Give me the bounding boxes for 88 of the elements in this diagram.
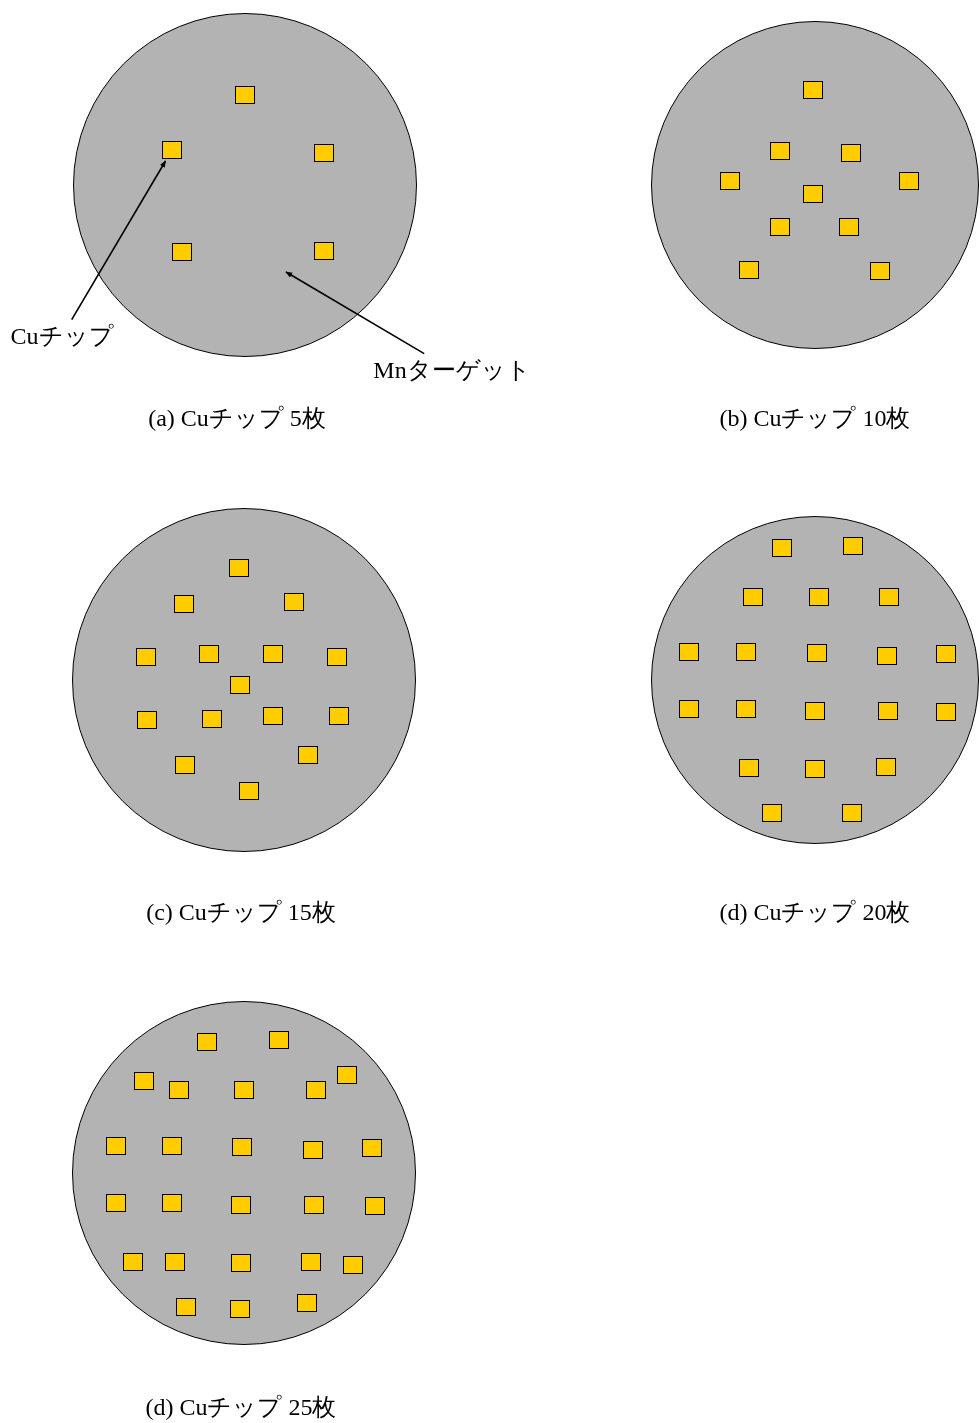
chip-square [169, 1081, 189, 1099]
chip-square [739, 759, 759, 777]
chip-square [175, 756, 195, 774]
chip-square [234, 1081, 254, 1099]
chip-square [202, 710, 222, 728]
chip-square [803, 81, 823, 99]
chip-square [137, 711, 157, 729]
chip-square [770, 142, 790, 160]
chip-square [809, 588, 829, 606]
chip-square [199, 645, 219, 663]
chip-square [269, 1031, 289, 1049]
chip-square [679, 700, 699, 718]
chip-square [263, 707, 283, 725]
chip-square [230, 1300, 250, 1318]
caption: (a) Cuチップ 5枚 [148, 403, 326, 433]
chip-square [263, 645, 283, 663]
chip-square [314, 144, 334, 162]
chip-square [197, 1033, 217, 1051]
chip-square [235, 86, 255, 104]
target-disc [72, 1001, 416, 1345]
chip-square [899, 172, 919, 190]
leader-arrow [285, 271, 425, 355]
chip-square [879, 588, 899, 606]
chip-square [174, 595, 194, 613]
chip-square [839, 218, 859, 236]
chip-square [877, 647, 897, 665]
chip-square [870, 262, 890, 280]
chip-square [229, 559, 249, 577]
caption: (d) Cuチップ 25枚 [145, 1392, 337, 1422]
chip-square [805, 702, 825, 720]
chip-square [134, 1072, 154, 1090]
chip-square [720, 172, 740, 190]
chip-square [106, 1194, 126, 1212]
chip-square [739, 261, 759, 279]
target-disc [72, 508, 416, 852]
chip-square [172, 243, 192, 261]
chip-square [306, 1081, 326, 1099]
caption: (c) Cuチップ 15枚 [146, 897, 336, 927]
chip-square [841, 144, 861, 162]
chip-square [362, 1139, 382, 1157]
chip-square [842, 804, 862, 822]
target-disc [651, 516, 979, 844]
chip-square [123, 1253, 143, 1271]
caption: (d) Cuチップ 20枚 [719, 897, 911, 927]
chip-square [304, 1196, 324, 1214]
chip-square [298, 746, 318, 764]
chip-square [343, 1256, 363, 1274]
chip-square [736, 643, 756, 661]
chip-square [365, 1197, 385, 1215]
chip-square [231, 1196, 251, 1214]
chip-square [162, 141, 182, 159]
chip-square [736, 700, 756, 718]
chip-square [772, 539, 792, 557]
chip-square [936, 645, 956, 663]
chip-square [314, 242, 334, 260]
chip-square [803, 185, 823, 203]
chip-square [679, 643, 699, 661]
chip-square [106, 1137, 126, 1155]
callout-label: Cuチップ [10, 321, 114, 351]
target-disc [651, 21, 979, 349]
chip-square [230, 676, 250, 694]
chip-square [162, 1194, 182, 1212]
chip-square [743, 588, 763, 606]
chip-square [878, 702, 898, 720]
chip-square [301, 1253, 321, 1271]
chip-square [239, 782, 259, 800]
chip-square [337, 1066, 357, 1084]
chip-square [843, 537, 863, 555]
chip-square [165, 1253, 185, 1271]
chip-square [284, 593, 304, 611]
chip-square [807, 644, 827, 662]
callout-label: Mnターゲット [373, 355, 531, 385]
chip-square [231, 1254, 251, 1272]
chip-square [162, 1137, 182, 1155]
chip-square [805, 760, 825, 778]
caption: (b) Cuチップ 10枚 [719, 403, 911, 433]
chip-square [876, 758, 896, 776]
chip-square [329, 707, 349, 725]
chip-square [303, 1141, 323, 1159]
chip-square [327, 648, 347, 666]
chip-square [232, 1138, 252, 1156]
chip-square [770, 218, 790, 236]
chip-square [136, 648, 156, 666]
chip-square [297, 1294, 317, 1312]
chip-square [936, 703, 956, 721]
chip-square [176, 1298, 196, 1316]
leader-arrow [70, 160, 167, 321]
chip-square [762, 804, 782, 822]
